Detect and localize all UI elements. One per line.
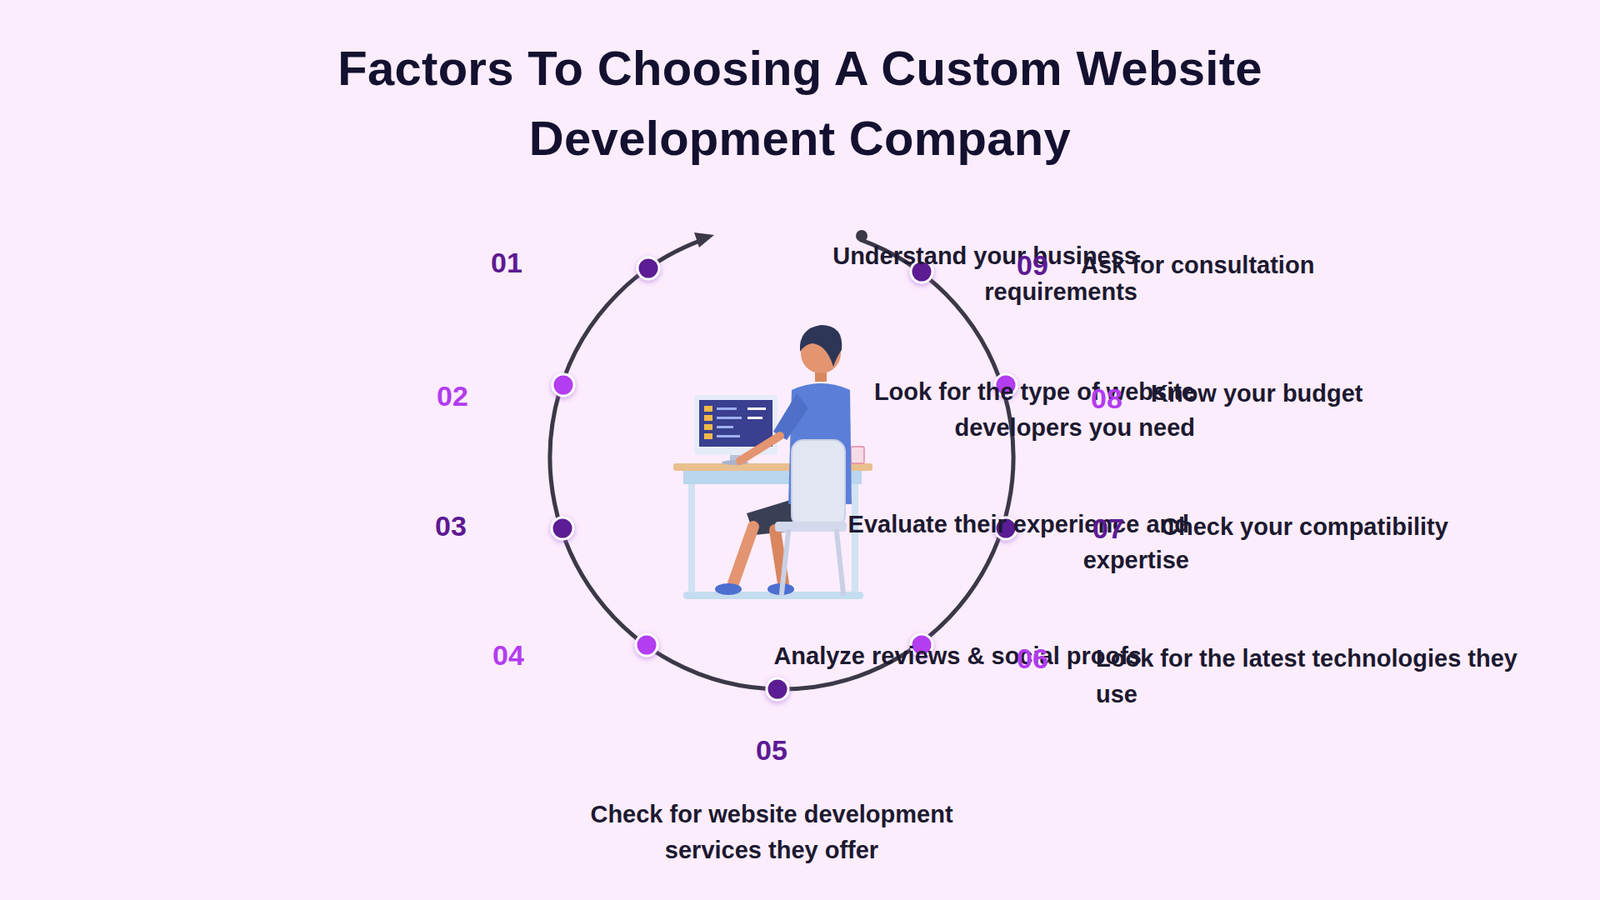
callout-number: 03 (435, 509, 467, 543)
screen-icon (704, 405, 713, 412)
callout-number: 06 (1016, 641, 1049, 675)
screen-line (747, 416, 763, 420)
person-arm (740, 435, 780, 461)
factor-text: Evaluate their experience and expertise (830, 506, 1190, 579)
arc-start-dot (855, 230, 868, 242)
monitor-screen (699, 400, 773, 447)
desk-leg (851, 483, 859, 593)
step-dot (551, 517, 574, 540)
screen-line (716, 416, 742, 420)
chair-leg (836, 531, 844, 594)
factor-text: Look for the latest technologies they us… (1095, 640, 1563, 713)
developer-illustration (673, 325, 873, 600)
chair-back (791, 440, 845, 527)
callout-number: 07 (1092, 511, 1125, 545)
step-dot (637, 257, 660, 280)
callout-number: 02 (436, 379, 469, 413)
step-dot (766, 678, 789, 700)
screen-line (716, 425, 734, 429)
factor-text: Ask for consultation (1080, 247, 1315, 284)
callout-number: 09 (1016, 248, 1049, 282)
person-leg (733, 526, 754, 584)
callout-number: 04 (492, 638, 525, 672)
person-shoe (715, 583, 742, 595)
person-hair (800, 325, 842, 367)
chair-leg (781, 531, 789, 594)
screen-line (716, 435, 740, 438)
arrow-head (694, 232, 715, 248)
step-dot (552, 374, 575, 396)
factor-text: Look for the type of website developers … (803, 374, 1195, 446)
callout-number: 01 (490, 245, 523, 280)
dot-group (551, 257, 1017, 700)
step-dot (635, 634, 658, 656)
diagram-title: Factors To Choosing A Custom Website Dev… (241, 33, 1359, 174)
factor-text: Check your compatibility (1160, 509, 1449, 545)
screen-line (716, 407, 737, 410)
factor-text: Know your budget (1150, 375, 1364, 412)
screen-icon (704, 433, 713, 440)
factor-text: Analyze reviews & social proofs (773, 638, 1142, 675)
cup (850, 446, 865, 464)
screen-icon (704, 415, 713, 421)
screen-icon (704, 424, 713, 430)
factor-text: Check for website development services t… (546, 796, 997, 869)
screen-line (747, 407, 766, 410)
callout-number: 05 (730, 733, 814, 767)
desk-leg (688, 483, 695, 593)
callout-number: 08 (1090, 381, 1123, 415)
cycle-arc (550, 240, 1014, 690)
